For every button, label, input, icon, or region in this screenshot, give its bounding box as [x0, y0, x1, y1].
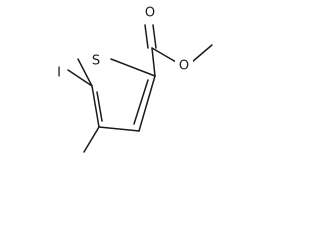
bond-ester-o-methyl [191, 44, 213, 63]
atom-iodine: I [57, 66, 61, 81]
bond-carbonyl-c-ester-o [151, 47, 177, 63]
bond-c3-c2-inner [133, 79, 149, 125]
bond-c3-c2 [138, 75, 156, 132]
bond-c5-i [67, 69, 93, 87]
bonds [67, 24, 213, 153]
atom-carbonyl-oxygen: O [145, 6, 155, 21]
atom-ester-oxygen: O [179, 59, 189, 74]
atom-sulfur: S [92, 54, 100, 69]
bond-carbonyl-double-a [144, 24, 149, 49]
bond-c4-c3 [98, 126, 140, 132]
bond-carbonyl-double-b [152, 24, 157, 49]
bond-c4-methyl [83, 126, 100, 153]
bond-c2-s [110, 58, 156, 77]
atom-labels: S I O O [52, 4, 193, 82]
molecule-diagram: S I O O [0, 0, 216, 158]
bond-s-c5 [77, 58, 93, 87]
bond-c2-carbonyl-c [151, 47, 156, 77]
structure-svg: S I O O [52, 4, 213, 153]
bond-c5-c4 [91, 85, 100, 128]
bond-c5-c4-inner [96, 91, 103, 122]
